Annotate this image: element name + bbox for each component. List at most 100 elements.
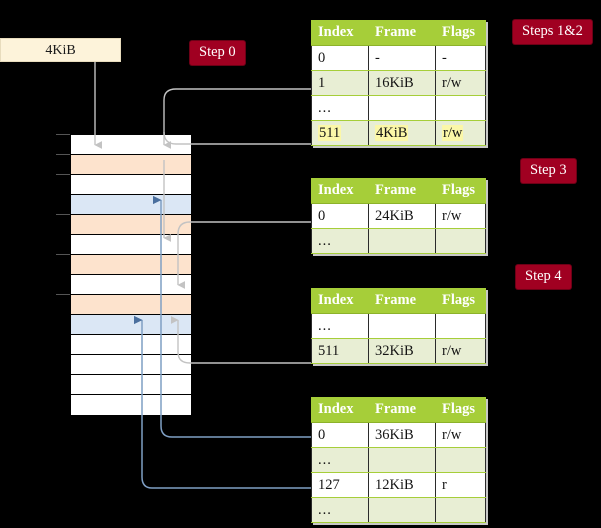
physical-memory-column [70,134,191,416]
column-header-index: Index [311,288,369,314]
cell-highlight: 511 [318,124,342,141]
memory-frame [71,275,191,295]
cell-flags: r/w [435,120,486,146]
cell-frame [368,228,436,254]
memory-frame [71,215,191,235]
table-row: 511 4KiB r/w [311,120,486,146]
cell-frame: 12KiB [368,472,436,498]
cell-index: ... [311,228,369,254]
cell-index: 0 [311,203,369,229]
cell-flags: r/w [435,338,486,364]
memory-frame [71,375,191,395]
cell-frame: - [368,45,436,71]
column-header-index: Index [311,178,369,204]
table-row: ... [311,313,486,339]
source-frame-box: 4KiB [0,38,121,62]
column-header-index: Index [311,397,369,423]
cell-flags [435,95,486,121]
memory-frame-tick [56,214,70,215]
memory-frame-tick [56,174,70,175]
column-header-frame: Frame [368,288,436,314]
memory-frame [71,335,191,355]
memory-frame-tick [56,154,70,155]
badge-steps-1-2: Steps 1&2 [513,20,592,44]
table-header-row: Index Frame Flags [311,178,486,204]
table-header-row: Index Frame Flags [311,288,486,314]
table-row: ... [311,95,486,121]
column-header-flags: Flags [435,397,486,423]
cell-frame: 24KiB [368,203,436,229]
cell-flags [435,228,486,254]
table-header-row: Index Frame Flags [311,20,486,46]
column-header-flags: Flags [435,20,486,46]
cell-index: 511 [311,338,369,364]
cell-index: 127 [311,472,369,498]
badge-step-0-label: Step 0 [199,44,236,60]
table-row: ... [311,497,486,523]
column-header-flags: Flags [435,288,486,314]
memory-frame [71,235,191,255]
cell-flags [435,497,486,523]
cell-frame [368,313,436,339]
badge-step-3: Step 3 [521,159,576,183]
cell-frame [368,447,436,473]
cell-flags: r [435,472,486,498]
cell-flags [435,313,486,339]
memory-frame [71,355,191,375]
cell-index: ... [311,447,369,473]
cell-frame [368,497,436,523]
cell-index: ... [311,95,369,121]
cell-flags: r/w [435,70,486,96]
memory-frame [71,195,191,215]
memory-frame [71,135,191,155]
badge-step-4: Step 4 [516,265,571,289]
table-row: 0-- [311,45,486,71]
memory-frame [71,315,191,335]
cell-index: 0 [311,45,369,71]
memory-frame-tick [56,294,70,295]
cell-index: 511 [311,120,369,146]
cell-frame [368,95,436,121]
table-row: ... [311,447,486,473]
badge-step-0: Step 0 [190,41,245,65]
cell-frame: 36KiB [368,422,436,448]
memory-frame [71,255,191,275]
cell-flags [435,447,486,473]
badge-step-4-label: Step 4 [525,268,562,284]
wire-step4-pd-to-memory [171,316,311,364]
badge-steps-1-2-label: Steps 1&2 [522,23,583,39]
table-header-row: Index Frame Flags [311,397,486,423]
source-frame-label: 4KiB [45,43,76,58]
cell-flags: r/w [435,422,486,448]
column-header-frame: Frame [368,178,436,204]
memory-frame [71,175,191,195]
column-header-flags: Flags [435,178,486,204]
memory-frame-tick [56,134,70,135]
column-header-frame: Frame [368,397,436,423]
memory-frame [71,295,191,315]
cell-frame: 32KiB [368,338,436,364]
cell-index: 0 [311,422,369,448]
memory-frame-tick [56,254,70,255]
cell-highlight: 4KiB [375,124,409,141]
memory-frame [71,155,191,175]
memory-frame [71,395,191,415]
wire-step3-pdp-to-memory [177,221,311,289]
table-row: ... [311,228,486,254]
column-header-frame: Frame [368,20,436,46]
column-header-index: Index [311,20,369,46]
cell-frame: 16KiB [368,70,436,96]
cell-flags: - [435,45,486,71]
